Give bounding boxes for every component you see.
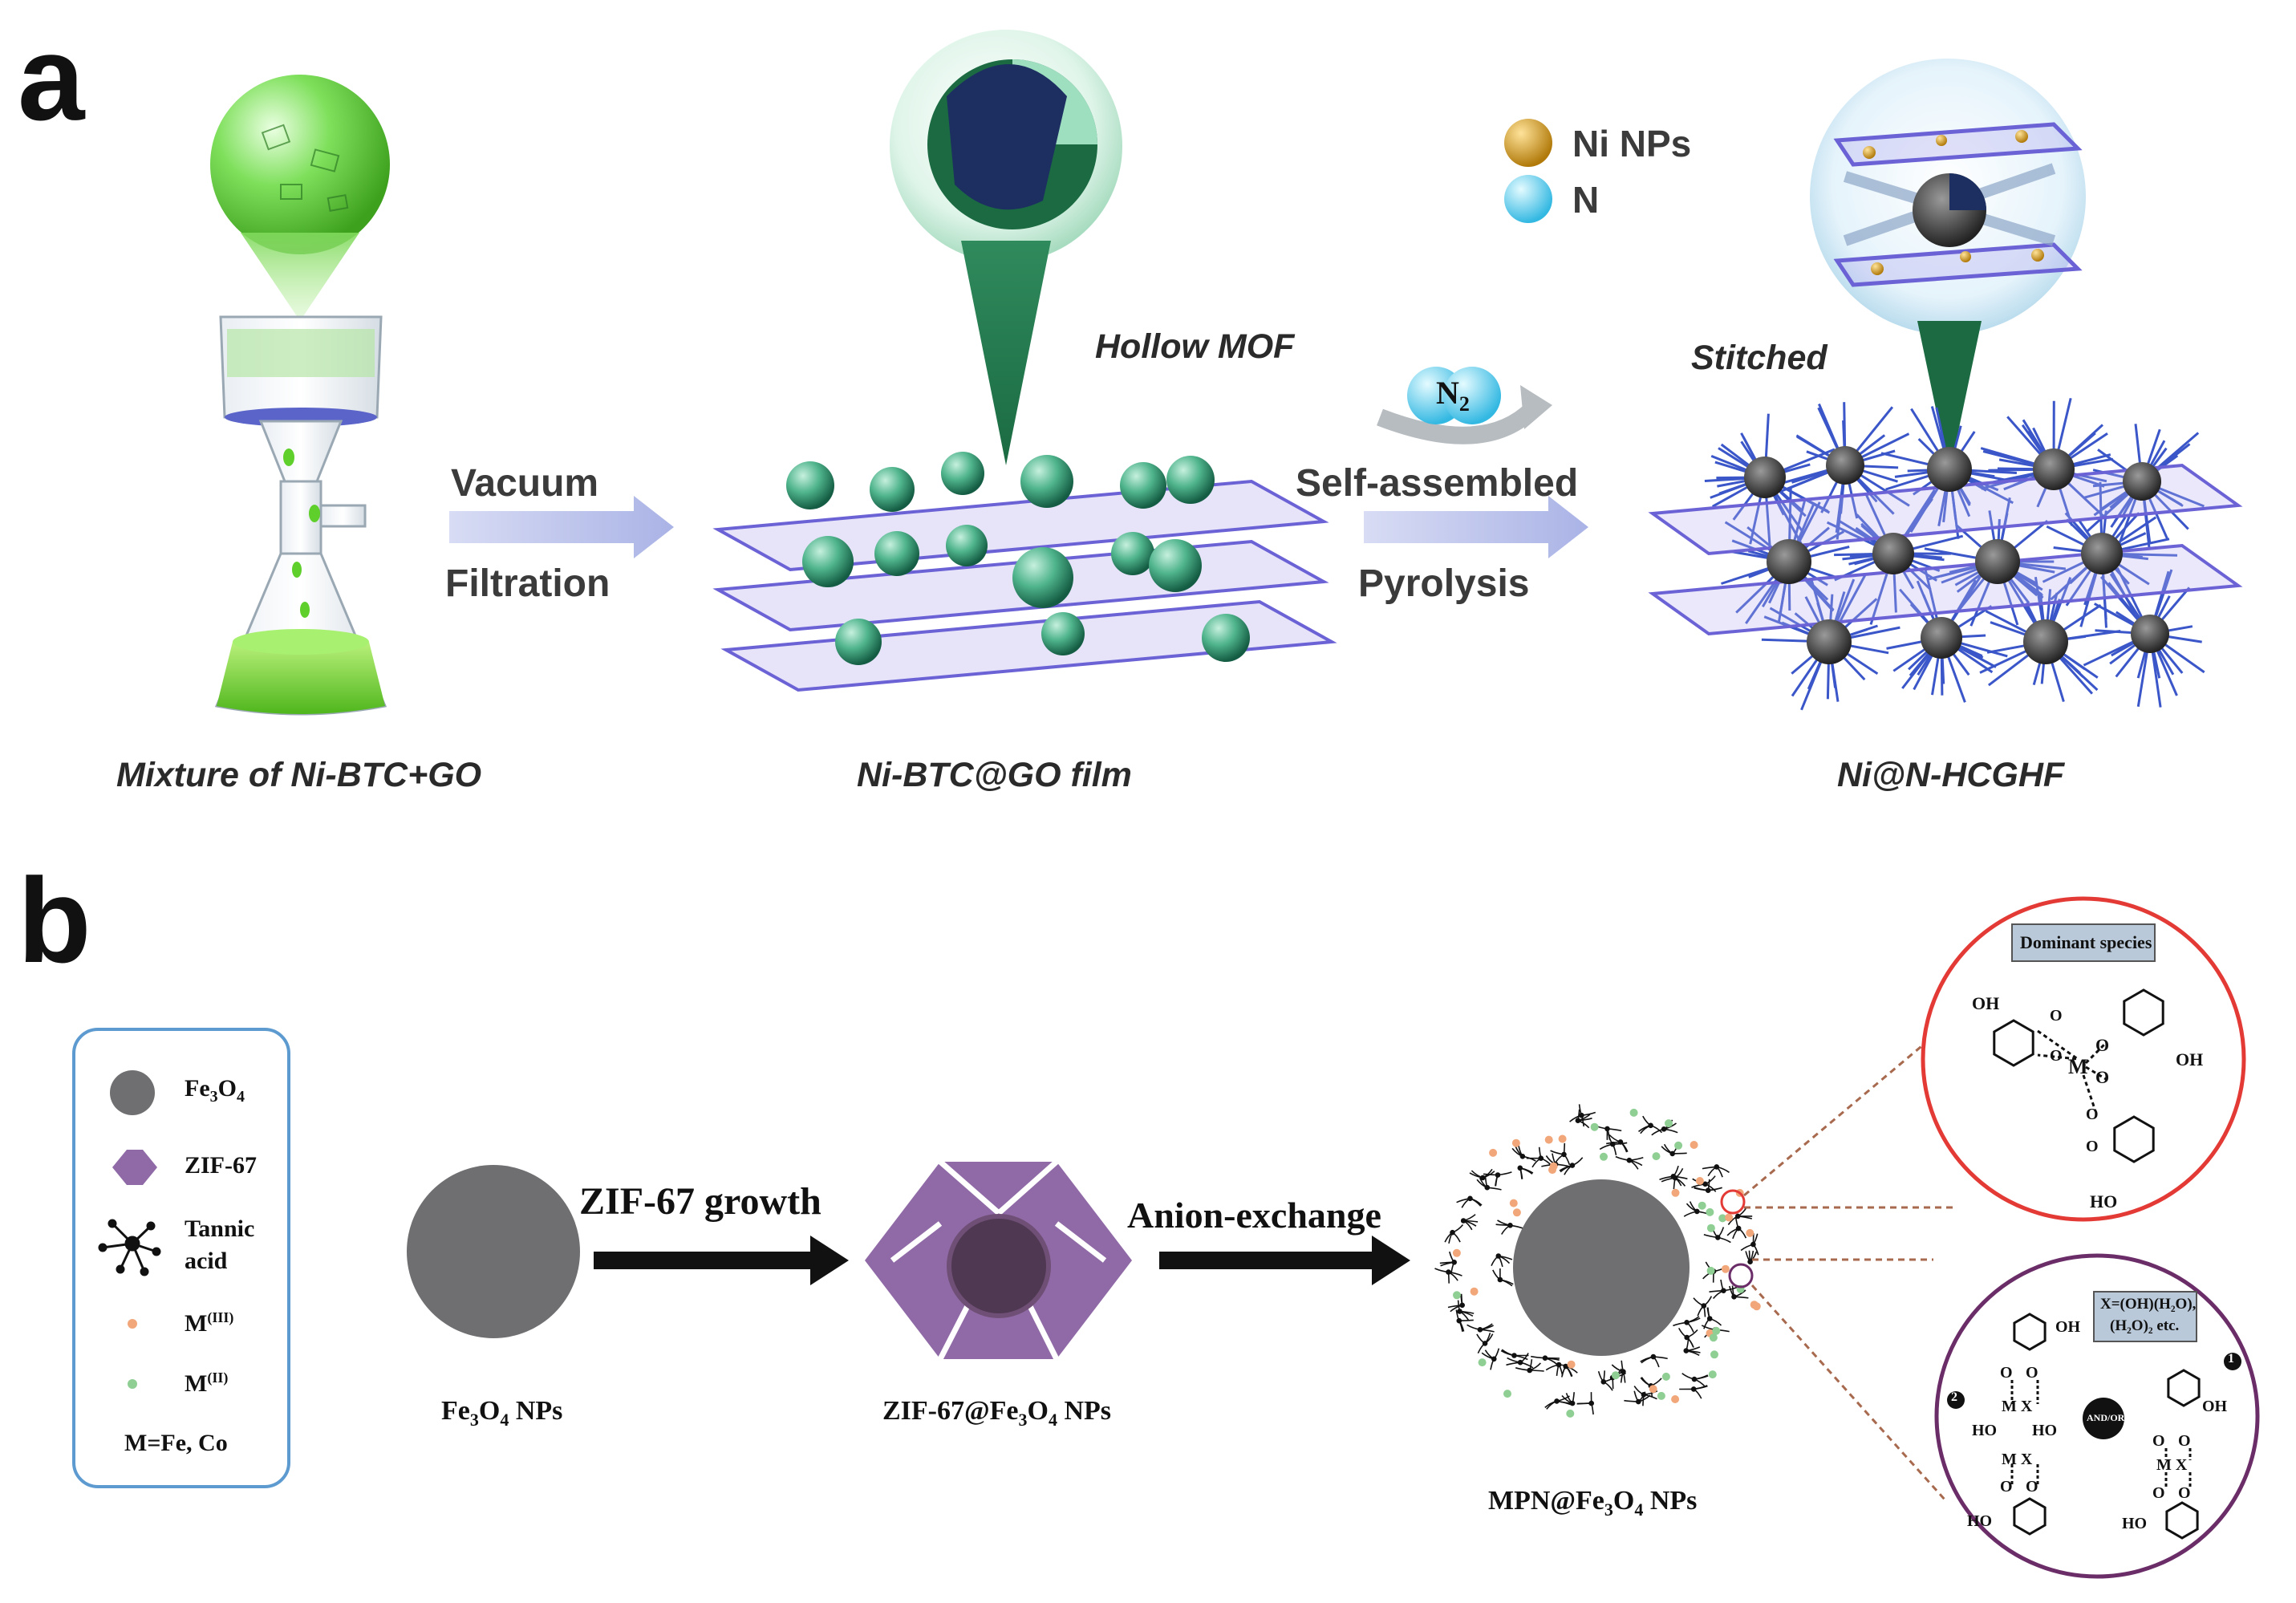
mpn-fe3o4-nanoparticle-icon [1434,1104,1761,1418]
m2-legend-label: M(II) [185,1370,229,1397]
chem-o-label: O [2050,1047,2063,1065]
x-ligand-note-line2: (H₂O)₂ etc. [2110,1317,2180,1334]
ni-n-hcghf-icon [1648,59,2243,711]
chem-oh-label: OH [2055,1318,2081,1336]
chem-o-label: O [2026,1364,2038,1382]
zif67-growth-arrow [594,1236,849,1285]
chem-o-label: O [2152,1484,2165,1502]
pyrolysis-arrow [1364,496,1588,558]
chem-oh-label: OH [2176,1049,2204,1069]
filtration-label: Filtration [445,562,611,605]
panel-b-label: b [18,853,91,988]
panel-b [72,896,2260,1579]
n-legend-label: N [1572,179,1600,221]
tannic-acid-legend-label: Tannic acid [185,1215,255,1274]
zif67-legend-label: ZIF-67 [185,1152,257,1179]
chem-metal-label: M [2068,1055,2088,1078]
dominant-species-zoom [1921,896,2246,1222]
m3-legend-dot [128,1319,137,1329]
chem-o-label: O [2095,1035,2110,1055]
chem-oh-label: OH [1972,993,2000,1013]
hollow-mof-label: Hollow MOF [1095,327,1295,366]
chem-o-label: O [2000,1364,2013,1382]
zif67-fe3o4-caption: ZIF-67@Fe3O4 NPs [882,1396,1112,1430]
zif67-legend-swatch [112,1150,157,1185]
fe3o4-nanoparticle-icon [407,1165,580,1338]
chem-ho-label: HO [2122,1515,2148,1532]
pyrolysis-label: Pyrolysis [1358,562,1530,605]
stitched-label: Stitched [1691,339,1827,377]
ni-np-legend-label: Ni NPs [1572,123,1692,164]
n2-gas-icon [1377,367,1552,444]
metal-complex-zoom [1934,1253,2260,1579]
mixture-caption: Mixture of Ni-BTC+GO [116,756,482,794]
fe3o4-np-caption: Fe3O4 NPs [441,1396,563,1430]
chem-ho-label: HO [1972,1422,1998,1439]
chem-ho-label: HO [2032,1422,2058,1439]
vacuum-filtration-flask-icon [210,75,390,716]
anion-exchange-label: Anion-exchange [1127,1195,1381,1236]
chem-ho-label: HO [1967,1512,1993,1530]
chem-o-label: O [2026,1478,2038,1495]
ni-btc-go-film-icon [712,30,1337,692]
fe3o4-legend-label: Fe3O4 [185,1075,245,1106]
chem-mx-label: M X [2002,1398,2033,1415]
tannic-acid-legend-icon [98,1219,161,1276]
chem-o-label: O [2086,1106,2099,1123]
step-1-badge: 1 [2228,1352,2234,1366]
n-legend-swatch [1504,175,1552,223]
step-2-badge: 2 [1951,1390,1957,1404]
panel-a-label: a [18,10,85,145]
dominant-species-title: Dominant species [2020,932,2152,952]
film-caption: Ni-BTC@GO film [857,756,1132,794]
metal-definition-label: M=Fe, Co [124,1430,228,1456]
chem-o-label: O [2152,1432,2165,1450]
chem-mx-label: M X [2002,1451,2033,1468]
zoom-leader-lines [1743,1041,1953,1502]
chem-o-label: O [2095,1067,2110,1087]
chem-o-label: O [2178,1432,2191,1450]
chem-ho-label: HO [2090,1191,2118,1211]
m2-legend-dot [128,1379,137,1389]
chem-mx-label: M X [2156,1456,2188,1474]
zif67-growth-label: ZIF-67 growth [579,1180,821,1223]
chem-o-label: O [2178,1484,2191,1502]
m3-legend-label: M(III) [185,1309,234,1337]
vacuum-label: Vacuum [451,462,599,505]
panel-a [210,30,2243,716]
chem-oh-label: OH [2202,1398,2228,1415]
anion-exchange-arrow [1159,1236,1410,1285]
vacuum-filtration-arrow [449,496,674,558]
ni-np-legend-swatch [1504,119,1552,167]
chem-o-label: O [2000,1478,2013,1495]
mpn-fe3o4-caption: MPN@Fe3O4 NPs [1488,1486,1698,1520]
chem-o-label: O [2086,1138,2099,1155]
legend-box [72,1028,290,1488]
hcghf-caption: Ni@N-HCGHF [1837,756,2065,794]
fe3o4-legend-swatch [110,1070,155,1115]
zif67-fe3o4-nanoparticle-icon [865,1159,1132,1361]
x-ligand-note-line1: X=(OH)(H₂O), [2100,1296,2197,1313]
and-or-badge: AND/OR [2087,1412,2125,1423]
n2-label: N2 [1436,375,1470,416]
self-assembled-label: Self-assembled [1296,462,1579,505]
chem-o-label: O [2050,1007,2063,1025]
